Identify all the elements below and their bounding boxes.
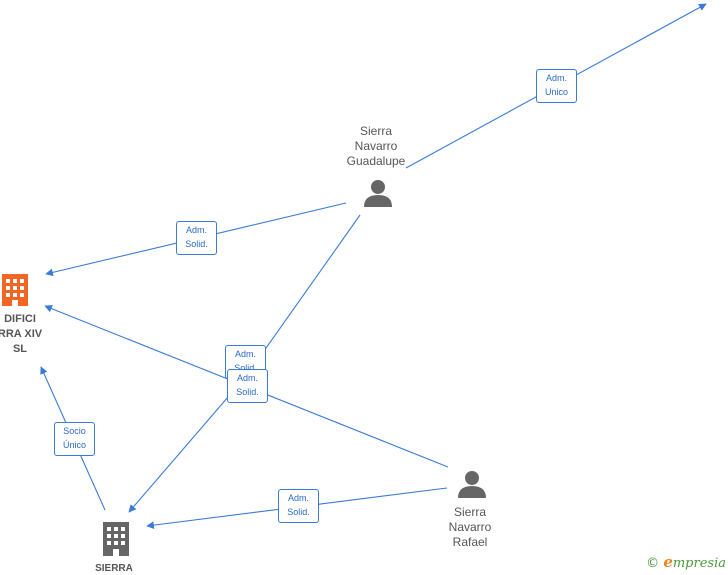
company-label-sierra[interactable]: SIERRA bbox=[95, 563, 133, 574]
edges bbox=[40, 3, 707, 529]
person-icon[interactable] bbox=[364, 180, 392, 207]
company-label-edifici[interactable]: DIFICI RRA XIV SL bbox=[0, 313, 43, 355]
edge-label-rafael-edifici[interactable]: Adm. Solid. bbox=[227, 369, 268, 403]
brand-logo-initial: e bbox=[663, 553, 673, 571]
copyright-brand: © empresia bbox=[646, 553, 726, 571]
building-icon-sierra[interactable] bbox=[103, 522, 129, 556]
brand-logo-text: mpresia bbox=[672, 556, 726, 571]
edge-label-guadalupe-edifici[interactable]: Adm. Solid. bbox=[176, 221, 217, 255]
edge-label-rafael-sierra[interactable]: Adm. Solid. bbox=[278, 489, 319, 523]
building-icon-edifici[interactable] bbox=[2, 274, 28, 306]
edge-label-sierra-edifici[interactable]: Socio Único bbox=[54, 422, 95, 456]
edge-label-guadalupe-offscreen[interactable]: Adm. Unico bbox=[536, 69, 577, 103]
person-icon[interactable] bbox=[458, 471, 486, 498]
person-label-guadalupe[interactable]: Sierra Navarro Guadalupe bbox=[346, 124, 406, 168]
copyright-icon: © bbox=[646, 556, 660, 571]
person-label-rafael[interactable]: Sierra Navarro Rafael bbox=[448, 505, 492, 549]
